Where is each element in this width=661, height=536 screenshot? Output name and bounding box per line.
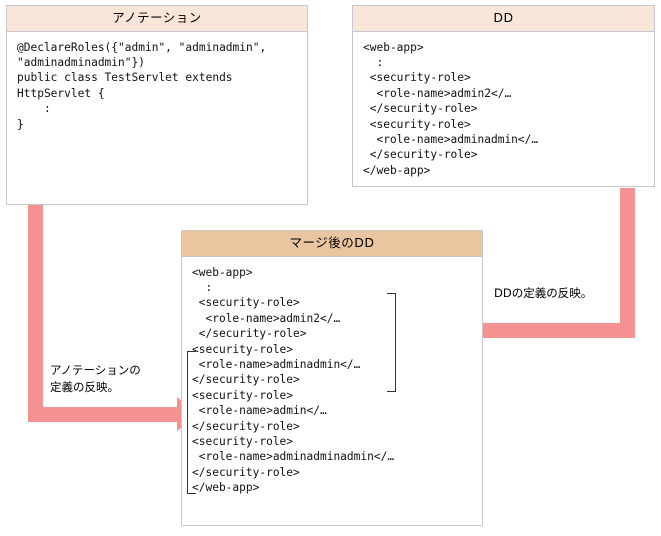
annotation-code-block: @DeclareRoles({"admin", "adminadmin", "a… <box>17 40 267 131</box>
right-arrow-caption: DDの定義の反映。 <box>494 285 614 302</box>
left-arrow-caption: アノテーションの 定義の反映。 <box>50 362 170 396</box>
left-arrow-horizontal-shaft <box>28 407 177 422</box>
right-arrow-vertical-shaft <box>620 188 635 338</box>
dd-panel: DD <web-app> : <security-role> <role-nam… <box>352 5 655 187</box>
left-arrow-vertical-shaft <box>28 175 43 422</box>
annotation-panel: アノテーション @DeclareRoles({"admin", "adminad… <box>6 5 308 205</box>
annotation-panel-title: アノテーション <box>7 6 307 32</box>
merged-dd-panel-title: マージ後のDD <box>182 231 482 257</box>
bracket-from-dd <box>387 293 396 392</box>
dd-panel-title: DD <box>353 6 654 32</box>
dd-code-block: <web-app> : <security-role> <role-name>a… <box>363 40 539 177</box>
merged-dd-code-block: <web-app> : <security-role> <role-name>a… <box>192 265 395 495</box>
bracket-from-annotation <box>187 351 196 494</box>
merged-dd-panel: マージ後のDD <web-app> : <security-role> <rol… <box>181 230 483 526</box>
